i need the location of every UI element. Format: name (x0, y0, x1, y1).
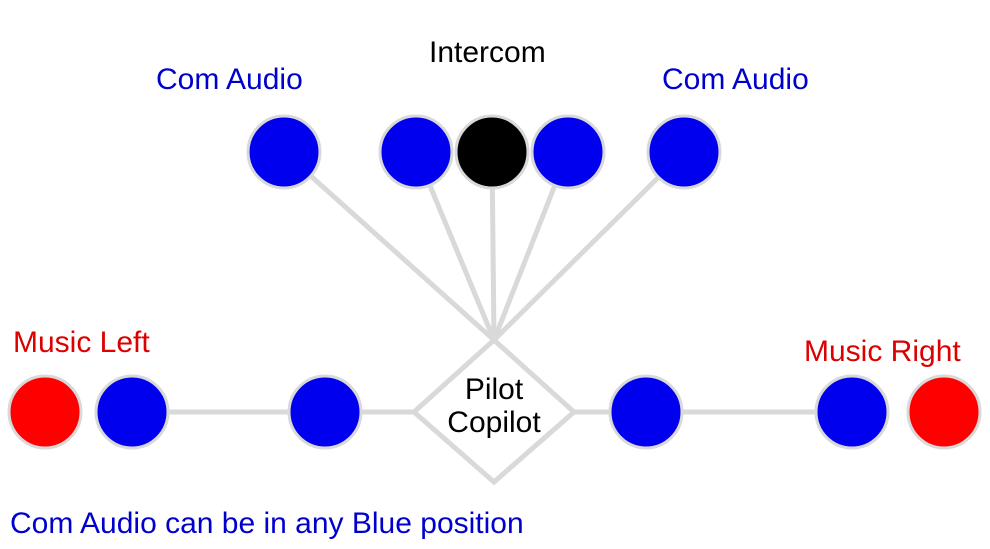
music-left-node (7, 374, 83, 450)
music-right-label: Music Right (804, 335, 961, 368)
intercom-left-node (378, 114, 454, 190)
copilot-label: Copilot (447, 406, 541, 439)
music-right-node (906, 374, 982, 450)
left-outer-blue-node (94, 374, 170, 450)
com-audio-right-label: Com Audio (662, 63, 809, 96)
bottom-nodes (7, 374, 982, 450)
com-audio-left-node (246, 114, 322, 190)
footnote: Com Audio can be in any Blue position (10, 507, 524, 540)
pilot-label: Pilot (464, 373, 524, 406)
com-audio-right-node (646, 114, 722, 190)
right-outer-blue-node (814, 374, 890, 450)
right-inner-blue-node (608, 374, 684, 450)
intercom-right-node (530, 114, 606, 190)
pilot-copilot-junction (410, 336, 578, 486)
pilot-copilot-label: Pilot Copilot (414, 373, 574, 439)
com-audio-left-label: Com Audio (156, 63, 303, 96)
intercom-label: Intercom (429, 36, 546, 69)
top-nodes (246, 114, 722, 190)
music-left-label: Music Left (13, 326, 150, 359)
intercom-center-node (454, 114, 530, 190)
connector-com-left (282, 150, 496, 342)
left-inner-blue-node (287, 374, 363, 450)
connector-com-right (492, 150, 686, 342)
